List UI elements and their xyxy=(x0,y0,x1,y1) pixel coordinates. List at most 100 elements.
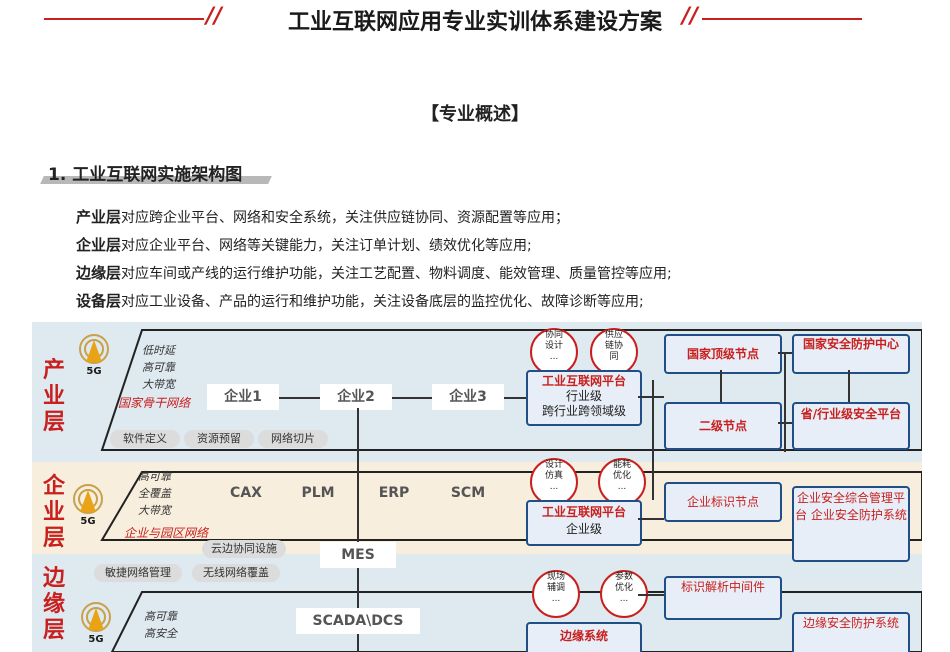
layer-label-edge: 边缘层 xyxy=(34,566,74,644)
feature-text: 高可靠 xyxy=(138,470,171,483)
network-label: 国家骨干网络 xyxy=(118,396,191,410)
edge-system-box: 边缘系统 xyxy=(526,622,642,652)
layer-label-char: 边 xyxy=(42,566,65,591)
circle-text: ... xyxy=(551,594,561,604)
connector-line xyxy=(652,380,654,500)
enterprise-security: 企业安全综合管理平台 企业安全防护系统 xyxy=(792,486,910,562)
circle-text: 辅调 xyxy=(546,583,565,593)
circle-text: ... xyxy=(619,594,629,604)
provincial-security-platform: 省/行业级安全平台 xyxy=(792,402,910,450)
scada-box: SCADA\DCS xyxy=(296,608,420,634)
page-title: 工业互联网应用专业实训体系建设方案 xyxy=(287,10,662,35)
circle-text: 优化 xyxy=(614,583,633,593)
feature-pill: 资源预留 xyxy=(184,430,254,448)
title-right-slashes: // xyxy=(682,4,699,29)
feature-pill: 敏捷网络管理 xyxy=(94,564,182,582)
mes-box: MES xyxy=(320,542,396,568)
layer-label-char: 业 xyxy=(42,500,65,525)
enterprise-id-node: 企业标识节点 xyxy=(664,482,782,522)
function-circle: 协同设计... xyxy=(530,328,578,376)
layer-label-char: 层 xyxy=(42,526,65,551)
circle-text: 参数 xyxy=(614,572,633,582)
circle-text: 供应 xyxy=(604,330,623,340)
layer-label-char: 层 xyxy=(42,410,65,435)
feature-text: 高安全 xyxy=(144,627,177,640)
circle-text: 设计 xyxy=(544,341,563,351)
architecture-diagram: 产业层 企业层 边缘层 5G 5G 5G 低时延 高可靠 大带宽 国家骨干网络 … xyxy=(32,322,922,652)
layer-label-industry: 产业层 xyxy=(34,358,74,436)
layer-label-char: 企 xyxy=(42,474,65,499)
feature-text: 低时延 xyxy=(142,344,175,357)
system-label: PLM xyxy=(301,485,335,501)
system-label: ERP xyxy=(378,485,410,501)
feature-text: 高可靠 xyxy=(144,610,177,623)
antenna-5g-icon: 5G xyxy=(68,482,108,532)
platform-title: 工业互联网平台 xyxy=(541,505,626,519)
circle-text: 设计 xyxy=(544,460,563,470)
feature-pill: 网络切片 xyxy=(258,430,328,448)
layer-label-char: 层 xyxy=(42,618,65,643)
function-circle: 能耗优化... xyxy=(598,458,646,506)
id-resolver-middleware: 标识解析中间件 xyxy=(664,576,782,620)
platform-sub: 行业级 xyxy=(565,389,602,403)
badge-5g: 5G xyxy=(86,366,102,377)
section-title: 1. 工业互联网实施架构图 xyxy=(48,165,243,185)
antenna-5g-icon: 5G xyxy=(76,600,116,650)
antenna-5g-icon: 5G xyxy=(74,332,114,382)
vertical-connector xyxy=(357,408,359,652)
feature-text: 大带宽 xyxy=(138,504,171,517)
platform-box-enterprise: 工业互联网平台 企业级 xyxy=(526,500,642,546)
system-label: SCM xyxy=(450,485,486,501)
system-label: CAX xyxy=(230,485,262,501)
circle-text: 协同 xyxy=(544,330,563,340)
feature-pill: 云边协同设施 xyxy=(202,540,286,558)
connector-line xyxy=(778,422,792,424)
layer-label-char: 缘 xyxy=(42,592,65,617)
feature-pill: 无线网络覆盖 xyxy=(192,564,280,582)
circle-text: 同 xyxy=(609,352,619,362)
badge-5g: 5G xyxy=(80,516,96,527)
platform-title: 工业互联网平台 xyxy=(541,374,626,388)
circle-text: 优化 xyxy=(612,471,631,481)
national-security-center: 国家安全防护中心 xyxy=(792,334,910,374)
network-label: 企业与园区网络 xyxy=(124,526,209,540)
edge-security-system: 边缘安全防护系统 xyxy=(792,612,910,652)
function-circle: 供应链协同 xyxy=(590,328,638,376)
circle-text: 现场 xyxy=(546,572,565,582)
platform-sub: 跨行业跨领域级 xyxy=(541,404,626,418)
feature-text: 高可靠 xyxy=(142,361,175,374)
title-right-line xyxy=(702,18,862,20)
circle-text: ... xyxy=(549,352,559,362)
feature-text: 全覆盖 xyxy=(138,487,171,500)
circle-text: 能耗 xyxy=(612,460,631,470)
connector-line xyxy=(638,396,664,398)
connector-line xyxy=(848,370,850,402)
company-box: 企业1 xyxy=(207,384,279,410)
desc-line: 边缘层对应车间或产线的运行维护功能，关注工艺配置、物料调度、能效管理、质量管控等… xyxy=(76,264,672,282)
layer-planes xyxy=(100,329,922,652)
title-bar: // 工业互联网应用专业实训体系建设方案 // xyxy=(0,0,950,40)
layer-label-char: 业 xyxy=(42,384,65,409)
circle-text: 链协 xyxy=(604,341,623,351)
connector-line xyxy=(778,352,792,354)
connector-line xyxy=(784,352,786,452)
title-left-slashes: // xyxy=(206,4,223,29)
circle-text: ... xyxy=(549,482,559,492)
connector-line xyxy=(720,370,722,402)
national-top-node: 国家顶级节点 xyxy=(664,334,782,374)
layer-label-enterprise: 企业层 xyxy=(34,474,74,552)
circle-text: 仿真 xyxy=(544,471,563,481)
connector-line xyxy=(638,518,664,520)
company-box: 企业2 xyxy=(320,384,392,410)
feature-pill: 软件定义 xyxy=(110,430,180,448)
circle-text: ... xyxy=(617,482,627,492)
section-subhead: 【专业概述】 xyxy=(421,104,529,125)
function-circle: 现场辅调... xyxy=(532,570,580,618)
function-circle: 设计仿真... xyxy=(530,458,578,506)
company-box: 企业3 xyxy=(432,384,504,410)
desc-line: 设备层对应工业设备、产品的运行和维护功能，关注设备底层的监控优化、故障诊断等应用… xyxy=(76,292,644,310)
layer-label-char: 产 xyxy=(42,358,65,383)
desc-line: 企业层对应企业平台、网络等关键能力，关注订单计划、绩效优化等应用; xyxy=(76,236,532,254)
platform-box-industry: 工业互联网平台 行业级 跨行业跨领域级 xyxy=(526,370,642,426)
feature-text: 大带宽 xyxy=(142,378,175,391)
